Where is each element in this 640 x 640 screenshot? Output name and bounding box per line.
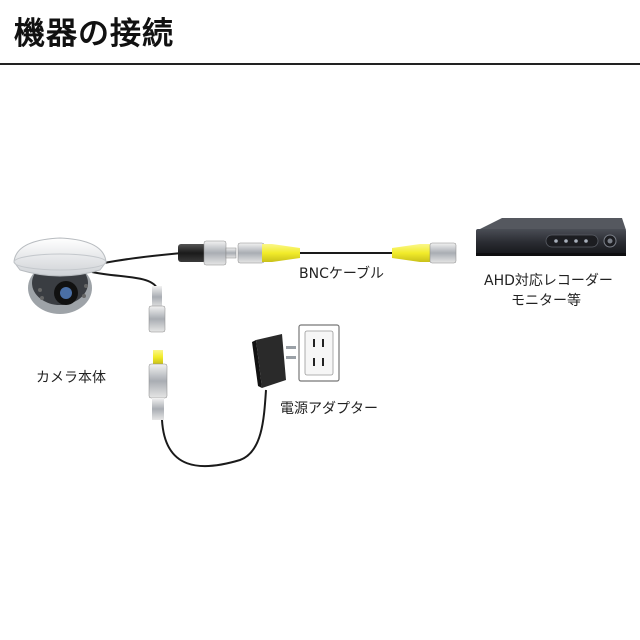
camera-video-cable (103, 252, 183, 264)
dome-camera-icon (13, 237, 107, 314)
power-adapter-label: 電源アダプター (280, 401, 378, 417)
page-title: 機器の接続 (14, 16, 174, 52)
bnc-right-plug-icon (392, 242, 457, 264)
bnc-camera-connector-icon (178, 240, 237, 266)
ac-adapter-icon (252, 334, 296, 388)
bnc-left-plug-icon (237, 242, 300, 264)
recorder-label-line2: モニター等 (511, 293, 581, 309)
recorder-label-line1: AHD対応レコーダー (484, 273, 613, 289)
dc-plug-camera-icon (148, 286, 166, 333)
recorder-label: AHD対応レコーダー モニター等 (484, 271, 613, 311)
camera-power-cable (91, 271, 158, 289)
wall-outlet-icon (298, 324, 340, 382)
camera-label: カメラ本体 (36, 370, 106, 386)
adapter-cable (161, 389, 267, 468)
title-divider (0, 63, 640, 65)
recorder-icon (476, 218, 626, 256)
bnc-cable-label: BNCケーブル (299, 266, 385, 282)
dc-jack-adapter-icon (148, 350, 168, 420)
